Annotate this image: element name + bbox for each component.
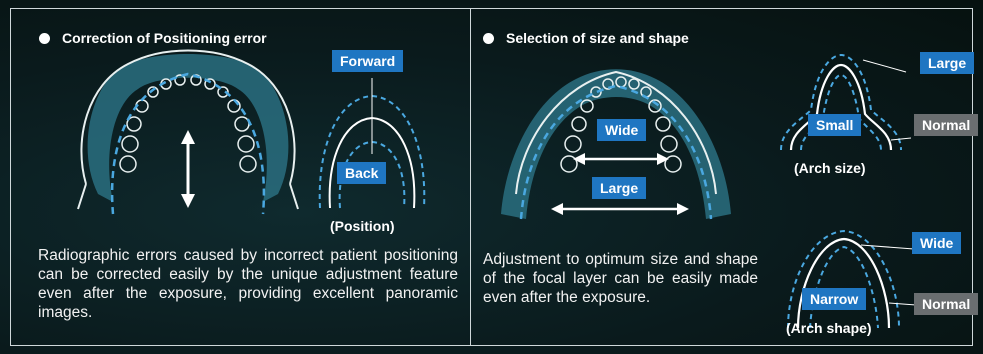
shape-wide-label: Wide (912, 232, 961, 254)
bullet-icon (39, 33, 50, 44)
size-shape-panel: Selection of size and shape Wide Large L… (471, 8, 973, 346)
shape-narrow-label: Narrow (802, 288, 866, 310)
wide-label: Wide (597, 119, 646, 141)
size-shape-description: Adjustment to optimum size and shape of … (483, 250, 758, 307)
jaw-illustration (58, 44, 318, 224)
position-caption: (Position) (330, 218, 395, 234)
position-arch-diagram (312, 68, 432, 218)
size-normal-label: Normal (914, 114, 978, 136)
arch-size-caption: (Arch size) (794, 160, 866, 176)
positioning-panel: Correction of Positioning error Forward … (10, 8, 470, 346)
forward-label: Forward (332, 50, 403, 72)
positioning-description: Radiographic errors caused by incorrect … (38, 246, 458, 322)
arch-size-diagram (771, 50, 911, 160)
large-label: Large (592, 177, 646, 199)
size-small-label: Small (808, 114, 861, 136)
arch-shape-caption: (Arch shape) (786, 320, 872, 336)
arch-shape-diagram (776, 223, 916, 333)
size-large-label: Large (920, 52, 974, 74)
shape-normal-label: Normal (914, 293, 978, 315)
back-label: Back (337, 162, 386, 184)
bullet-icon (483, 33, 494, 44)
